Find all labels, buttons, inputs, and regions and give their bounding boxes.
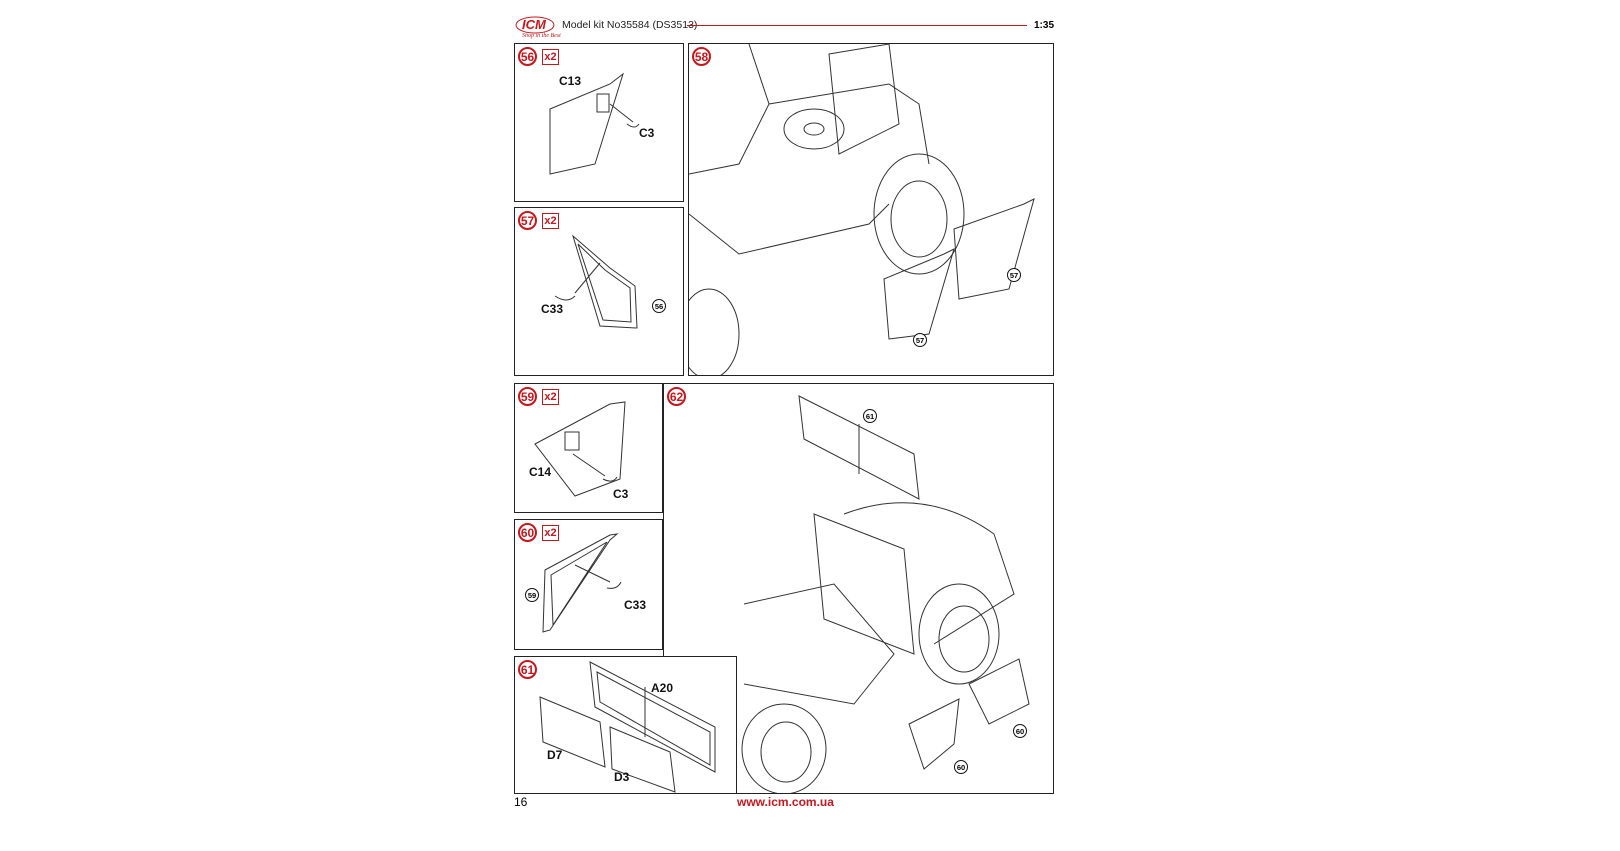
- step-58-panel: 58 57 57: [688, 43, 1054, 376]
- step-number: 58: [692, 47, 711, 66]
- reference-circle: 59: [525, 588, 539, 602]
- door-drawing: [534, 401, 626, 497]
- step-number: 60: [518, 523, 537, 542]
- reference-circle: 60: [954, 760, 968, 774]
- quantity-badge: x2: [542, 525, 559, 541]
- part-label: C13: [559, 74, 582, 88]
- website-link[interactable]: www.icm.com.ua: [737, 795, 834, 809]
- scale-label: 1:35: [1034, 20, 1055, 31]
- step-number: 57: [518, 211, 537, 230]
- step-60-panel: 60 x2 C33 59: [514, 519, 663, 650]
- reference-circle: 60: [1013, 724, 1027, 738]
- reference-circle: 61: [863, 409, 877, 423]
- windshield-drawing: [539, 661, 716, 793]
- door-drawing: [549, 72, 640, 175]
- part-label: D3: [614, 770, 630, 784]
- step-61-panel: 61 A20 D7 D3: [514, 656, 737, 794]
- step-59-panel: 59 x2 C14 C3: [514, 383, 663, 513]
- door-frame-drawing: [554, 234, 638, 329]
- step-number: 56: [518, 47, 537, 66]
- step-56-panel: 56 x2 C13 C3: [514, 43, 684, 202]
- step-62-panel: 62 61 60 60: [663, 383, 1054, 794]
- header-rule: [687, 25, 1027, 26]
- logo-tagline: Shop in the Best: [522, 33, 561, 39]
- step-number: 59: [518, 387, 537, 406]
- vehicle-drawing: [741, 395, 1030, 793]
- part-label: D7: [547, 748, 563, 762]
- reference-circle: 57: [1007, 268, 1021, 282]
- step-57-panel: 57 x2 C33 56: [514, 207, 684, 376]
- part-label: C14: [529, 465, 552, 479]
- part-label: C3: [613, 487, 629, 501]
- door-frame-drawing: [542, 533, 622, 633]
- quantity-badge: x2: [542, 213, 559, 229]
- step-number: 62: [667, 387, 686, 406]
- icm-logo: ICM Shop in the Best: [514, 15, 561, 41]
- kit-title: Model kit No35584 (DS3513): [562, 19, 698, 31]
- quantity-badge: x2: [542, 389, 559, 405]
- quantity-badge: x2: [542, 49, 559, 65]
- step-number: 61: [518, 660, 537, 679]
- part-label: C3: [639, 126, 655, 140]
- part-label: C33: [541, 302, 564, 316]
- vehicle-drawing: [689, 44, 1035, 375]
- reference-circle: 57: [913, 333, 927, 347]
- reference-circle: 56: [652, 299, 666, 313]
- part-label: A20: [651, 681, 674, 695]
- page-number: 16: [514, 795, 528, 809]
- part-label: C33: [624, 598, 647, 612]
